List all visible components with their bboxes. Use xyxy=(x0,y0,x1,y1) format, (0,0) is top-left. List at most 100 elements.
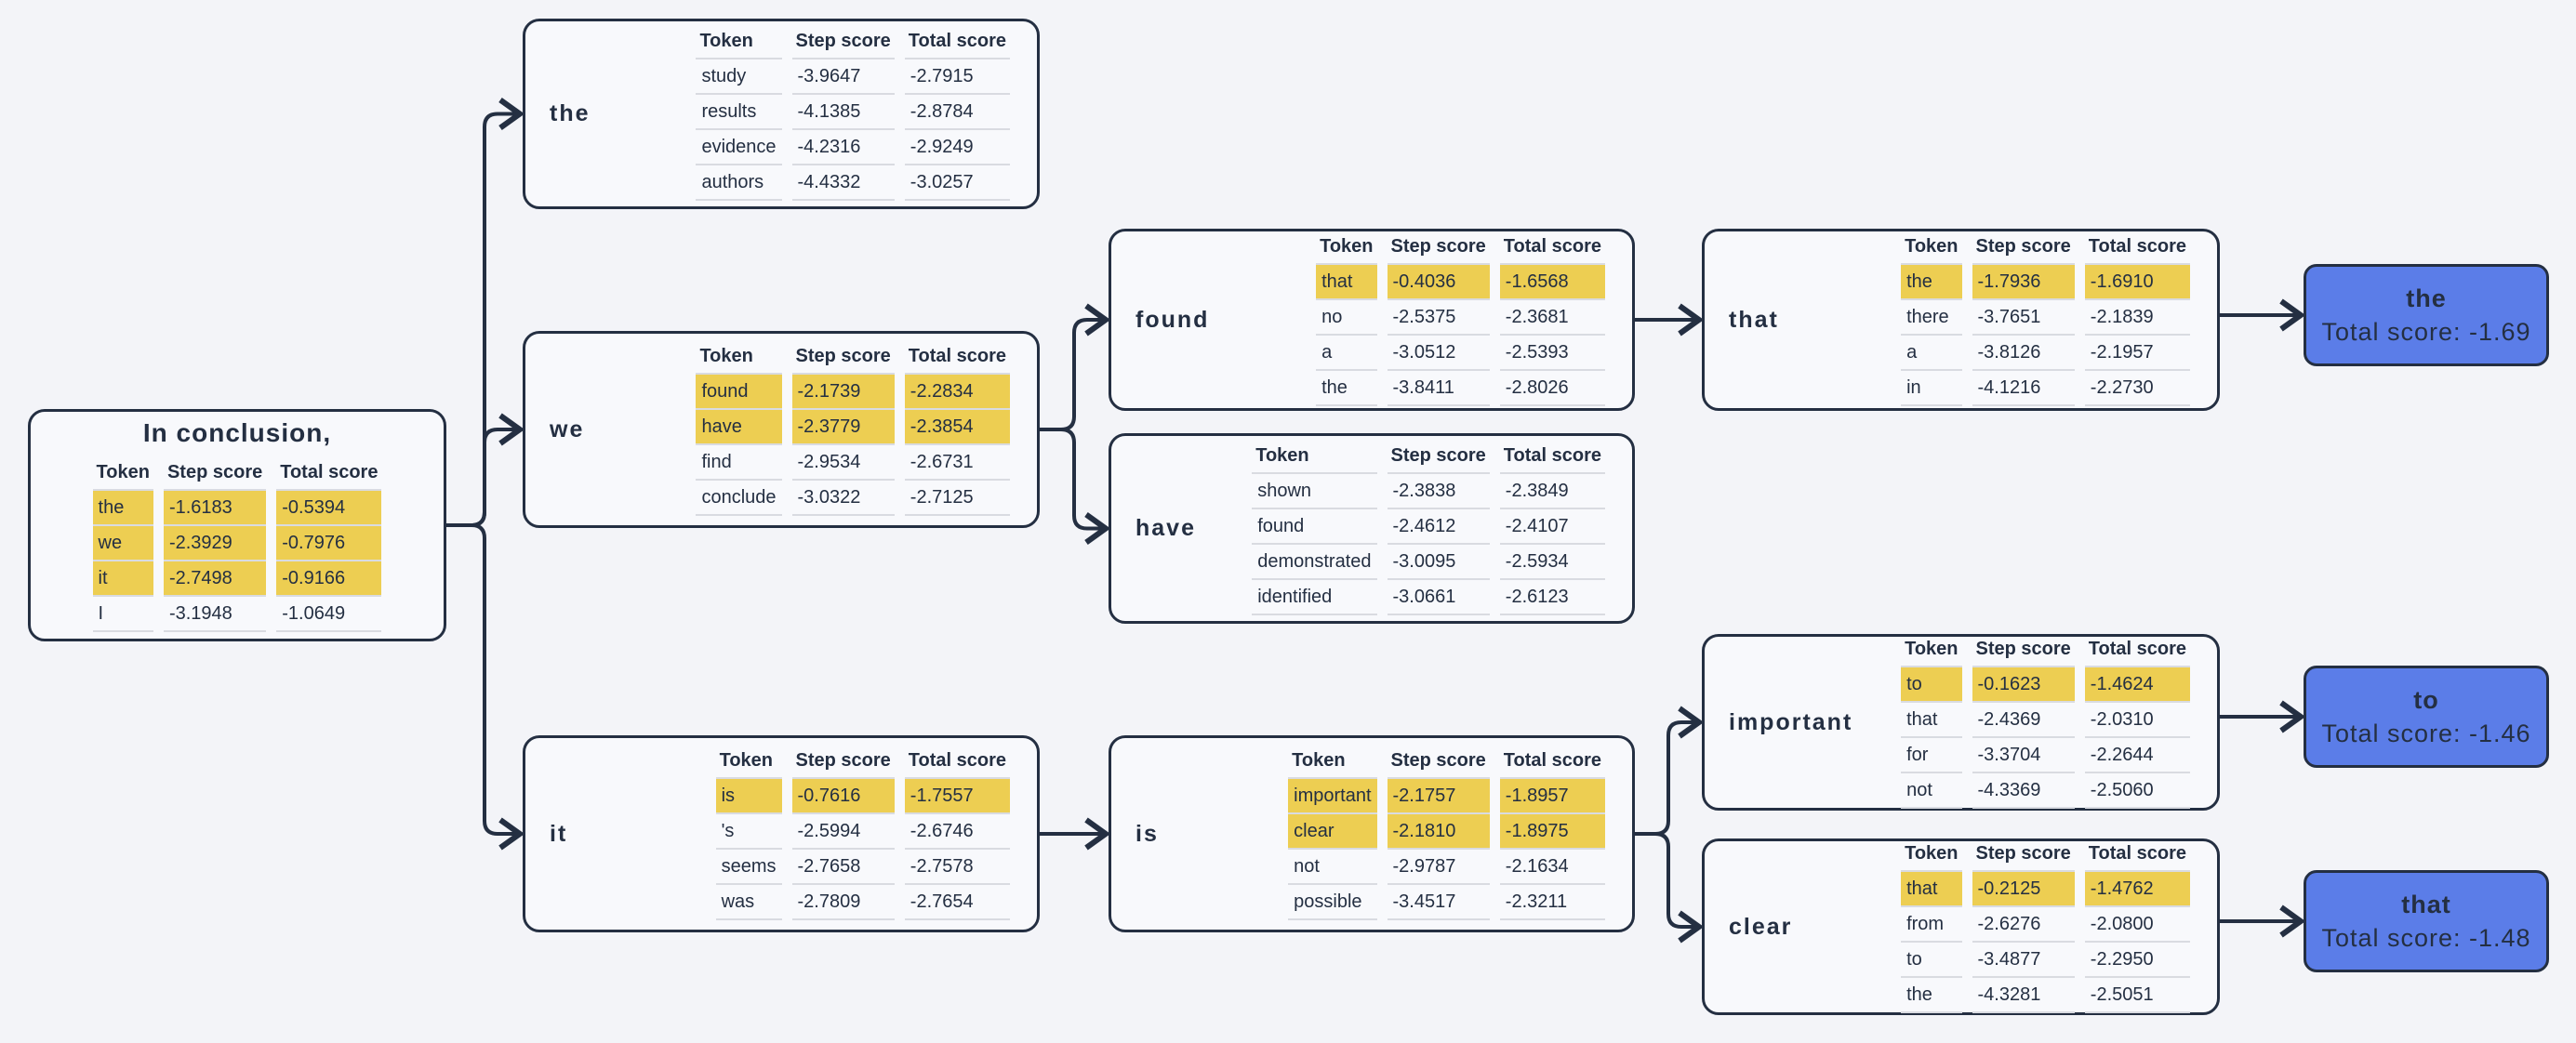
column-header: Token xyxy=(1252,442,1377,474)
candidate-row: the-1.7936-1.6910 xyxy=(1901,265,2190,300)
total-score-cell: -2.0310 xyxy=(2084,703,2190,738)
step-score-cell: -2.1810 xyxy=(1387,814,1490,850)
step-score-cell: -0.2125 xyxy=(1972,872,2075,907)
token-cell: the xyxy=(1316,371,1377,406)
column-header: Total score xyxy=(904,343,1010,375)
token-cell: it xyxy=(92,561,153,597)
token-cell: to xyxy=(1901,667,1962,703)
column-header: Total score xyxy=(2084,233,2190,265)
total-score-cell: -1.7557 xyxy=(904,779,1010,814)
token-cell: we xyxy=(92,526,153,561)
token-cell: I xyxy=(92,597,153,632)
step-score-cell: -2.3779 xyxy=(791,410,895,445)
token-cell: the xyxy=(1901,978,1962,1013)
candidate-row: from-2.6276-2.0800 xyxy=(1901,907,2190,943)
column-header: Total score xyxy=(2084,636,2190,667)
total-score-cell: -2.7915 xyxy=(904,59,1010,95)
result-token-label: to xyxy=(2413,685,2439,714)
candidate-row: important-2.1757-1.8957 xyxy=(1288,779,1605,814)
column-header: Step score xyxy=(1972,233,2075,265)
token-cell: for xyxy=(1901,738,1962,773)
candidate-row: identified-3.0661-2.6123 xyxy=(1252,580,1605,615)
result-node-result-to: to Total score: -1.46 xyxy=(2304,666,2549,768)
token-cell: have xyxy=(696,410,782,445)
candidate-row: to-0.1623-1.4624 xyxy=(1901,667,2190,703)
candidate-row: 's-2.5994-2.6746 xyxy=(715,814,1010,850)
total-score-cell: -2.5051 xyxy=(2084,978,2190,1013)
arrowhead-icon xyxy=(2279,904,2306,938)
candidate-row: we-2.3929-0.7976 xyxy=(92,526,382,561)
candidate-row: the-3.8411-2.8026 xyxy=(1316,371,1605,406)
total-score-cell: -0.5394 xyxy=(276,491,382,526)
arrowhead-icon xyxy=(1678,910,1705,944)
total-score-cell: -2.8784 xyxy=(904,95,1010,130)
edge-is-to-important xyxy=(1635,720,1697,836)
candidate-row: authors-4.4332-3.0257 xyxy=(696,165,1010,201)
column-header: Token xyxy=(696,28,782,59)
column-header: Total score xyxy=(1499,747,1605,779)
token-cell: a xyxy=(1901,336,1962,371)
total-score-cell: -2.6746 xyxy=(904,814,1010,850)
total-score-cell: -0.9166 xyxy=(276,561,382,597)
arrowhead-icon xyxy=(1084,512,1111,545)
token-cell: study xyxy=(696,59,782,95)
token-cell: not xyxy=(1288,850,1377,885)
total-score-cell: -2.6731 xyxy=(904,445,1010,481)
result-total-score: Total score: -1.46 xyxy=(2321,719,2531,747)
column-header: Step score xyxy=(1387,233,1490,265)
step-score-cell: -1.7936 xyxy=(1972,265,2075,300)
total-score-cell: -2.2834 xyxy=(904,375,1010,410)
step-score-cell: -3.0095 xyxy=(1387,545,1490,580)
node-label: In conclusion, xyxy=(142,418,332,447)
node-label: clear xyxy=(1729,913,1793,940)
column-header: Token xyxy=(1316,233,1377,265)
candidate-row: for-3.3704-2.2644 xyxy=(1901,738,2190,773)
column-header: Total score xyxy=(1499,233,1605,265)
candidate-row: it-2.7498-0.9166 xyxy=(92,561,382,597)
total-score-cell: -1.8975 xyxy=(1499,814,1605,850)
total-score-cell: -1.4762 xyxy=(2084,872,2190,907)
total-score-cell: -1.8957 xyxy=(1499,779,1605,814)
candidate-row: seems-2.7658-2.7578 xyxy=(715,850,1010,885)
total-score-cell: -2.2730 xyxy=(2084,371,2190,406)
step-score-cell: -2.4612 xyxy=(1387,509,1490,545)
total-score-cell: -2.3854 xyxy=(904,410,1010,445)
candidate-row: the-4.3281-2.5051 xyxy=(1901,978,2190,1013)
total-score-cell: -2.7578 xyxy=(904,850,1010,885)
candidate-row: no-2.5375-2.3681 xyxy=(1316,300,1605,336)
total-score-cell: -2.1634 xyxy=(1499,850,1605,885)
step-score-cell: -3.8411 xyxy=(1387,371,1490,406)
column-header: Step score xyxy=(791,28,895,59)
total-score-cell: -2.4107 xyxy=(1499,509,1605,545)
total-score-cell: -2.2644 xyxy=(2084,738,2190,773)
token-cell: find xyxy=(696,445,782,481)
column-header: Token xyxy=(1901,636,1962,667)
token-cell: conclude xyxy=(696,481,782,516)
column-header: Step score xyxy=(791,747,895,779)
step-score-cell: -3.9647 xyxy=(791,59,895,95)
total-score-cell: -2.1839 xyxy=(2084,300,2190,336)
step-score-cell: -2.7658 xyxy=(791,850,895,885)
token-cell: important xyxy=(1288,779,1377,814)
column-header: Token xyxy=(92,459,153,491)
candidate-row: is-0.7616-1.7557 xyxy=(715,779,1010,814)
arrowhead-icon xyxy=(1678,706,1705,739)
step-score-cell: -3.4877 xyxy=(1972,943,2075,978)
column-header: Total score xyxy=(2084,840,2190,872)
node-label: have xyxy=(1135,515,1196,541)
candidate-row: have -2.3779 -2.3854 xyxy=(696,410,1010,445)
